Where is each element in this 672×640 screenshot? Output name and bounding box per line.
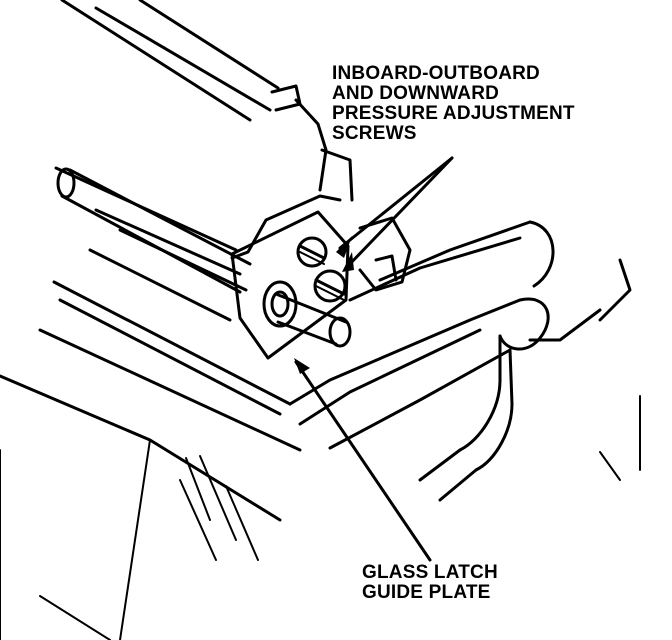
guide-plate [230, 210, 412, 360]
plate-callout-line-1: GLASS LATCH [362, 562, 498, 583]
screws-callout: INBOARD-OUTBOARD AND DOWNWARD PRESSURE A… [332, 64, 575, 144]
plate-arrow-head-icon [294, 358, 310, 374]
screws-callout-line-3: PRESSURE ADJUSTMENT [332, 103, 575, 124]
plate-callout-line-2: GUIDE PLATE [362, 582, 491, 603]
glass-pane [0, 395, 641, 640]
screws-callout-line-1: INBOARD-OUTBOARD [332, 63, 540, 84]
sash-edge [418, 220, 632, 502]
lower-arrow-head-icon [342, 252, 354, 272]
adjustment-screws [296, 236, 347, 303]
leader-lines [294, 156, 454, 562]
plate-callout: GLASS LATCH GUIDE PLATE [362, 563, 498, 603]
upper-screw-icon [296, 236, 328, 268]
screws-callout-line-2: AND DOWNWARD [332, 83, 500, 104]
screws-callout-line-4: SCREWS [332, 123, 417, 144]
upper-arrow-head-icon [336, 236, 352, 258]
